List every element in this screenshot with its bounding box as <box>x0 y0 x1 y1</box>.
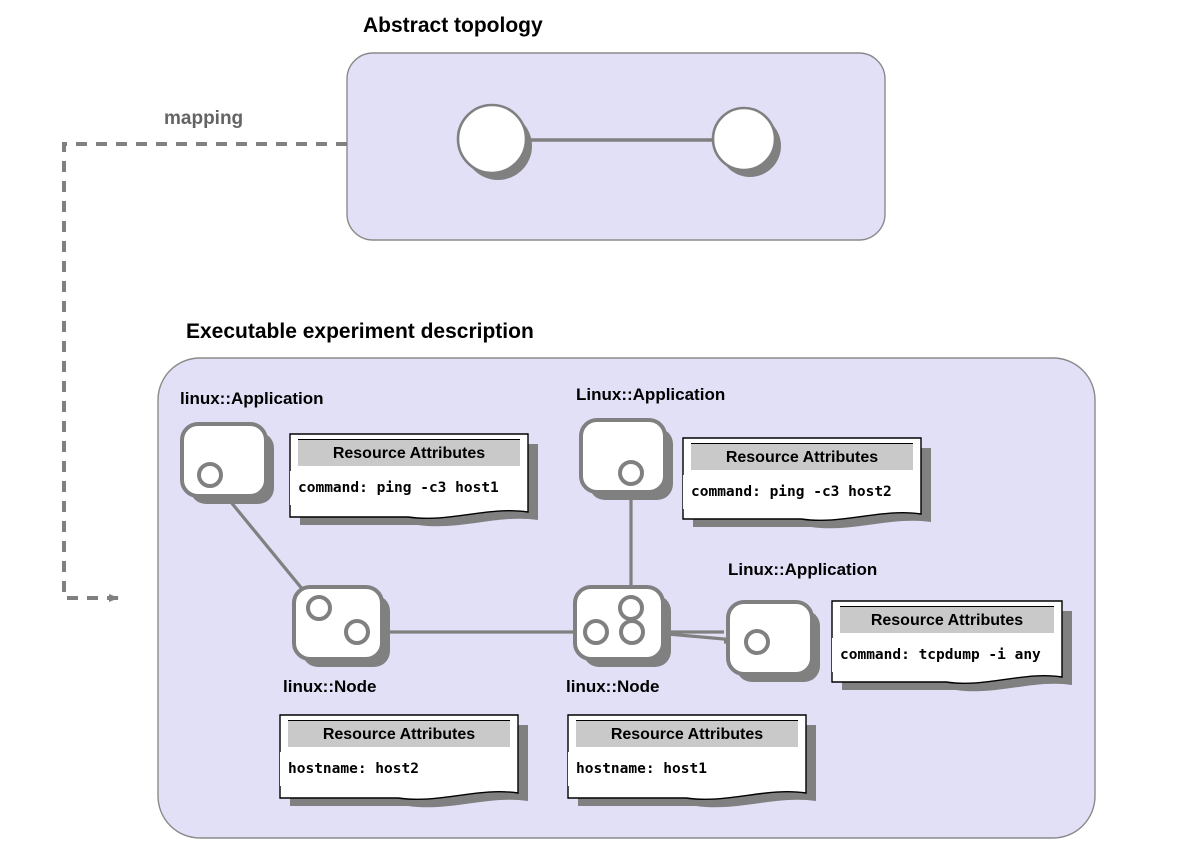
note-header-app-tcpdump: Resource Attributes <box>840 606 1054 633</box>
type-label-app-ping-host1: linux::Application <box>180 389 324 408</box>
mapping-connector <box>62 142 347 602</box>
abstract-topology-panel <box>346 52 886 241</box>
note-header-app-ping-host2: Resource Attributes <box>691 443 913 470</box>
app-ping-host1-box <box>180 422 268 498</box>
note-header-node-host1: Resource Attributes <box>576 720 798 747</box>
type-label-app-ping-host2: Linux::Application <box>576 385 726 404</box>
abstract-node-left[interactable] <box>456 103 528 175</box>
resource-icon-node-host2[interactable] <box>292 585 390 667</box>
type-label-node-host2: linux::Node <box>283 677 377 696</box>
resource-icon-node-host1[interactable] <box>573 585 671 667</box>
node-host2-port-2 <box>344 619 370 645</box>
note-row-app-ping-host1: command: ping -c3 host1 <box>290 471 526 505</box>
node-host1-port-1 <box>618 595 644 621</box>
resource-icon-app-tcpdump[interactable] <box>726 600 820 682</box>
app-tcpdump-port <box>744 629 770 655</box>
type-label-node-host1: linux::Node <box>566 677 660 696</box>
node-host2-box <box>292 585 384 661</box>
executable-experiment-title: Executable experiment description <box>186 320 534 343</box>
note-row-app-tcpdump: command: tcpdump -i any <box>832 638 1060 672</box>
resource-icon-app-ping-host1[interactable] <box>180 422 274 504</box>
note-row-app-ping-host2: command: ping -c3 host2 <box>683 475 919 509</box>
note-row-node-host1: hostname: host1 <box>568 752 804 786</box>
app-ping-host2-box <box>579 418 667 494</box>
node-host1-port-3 <box>619 619 645 645</box>
type-label-app-tcpdump: Linux::Application <box>728 560 878 579</box>
mapping-label: mapping <box>164 108 244 129</box>
note-header-app-ping-host1: Resource Attributes <box>298 439 520 466</box>
app-ping-host1-port <box>197 462 223 488</box>
node-host2-port-1 <box>306 595 332 621</box>
app-ping-host2-port <box>618 460 644 486</box>
resource-icon-app-ping-host2[interactable] <box>579 418 673 500</box>
node-host1-port-2 <box>583 619 609 645</box>
note-header-node-host2: Resource Attributes <box>288 720 510 747</box>
app-tcpdump-box <box>726 600 814 676</box>
abstract-topology-title: Abstract topology <box>363 14 543 37</box>
abstract-node-right[interactable] <box>711 106 777 172</box>
note-row-node-host2: hostname: host2 <box>280 752 516 786</box>
